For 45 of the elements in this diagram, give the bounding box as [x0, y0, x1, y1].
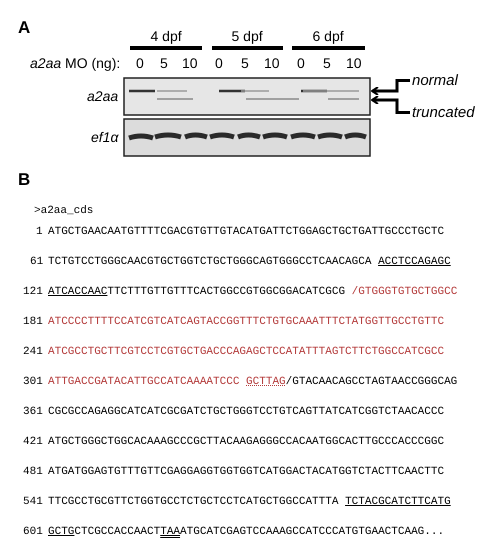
sequence-line: ATGCTGGGCTGGCACAAAGCCCGCTTACAAGAGGGCCACAATGGCACTTGCCCACCCGGC — [48, 436, 444, 448]
line-number: 61 — [30, 256, 44, 268]
sequence-line: CGCGCCAGAGGCATCATCGCGATCTGCTGGGTCCTGTCAGTTATCATCGGTCTAACACCC — [48, 406, 444, 418]
dose-value: 0 — [136, 55, 144, 71]
panel-letter: A — [18, 18, 30, 38]
dose-value: 0 — [297, 55, 305, 71]
dose-value: 10 — [264, 55, 280, 71]
line-number: 361 — [23, 406, 43, 418]
stage-label: 5 dpf — [232, 28, 263, 44]
line-number: 481 — [23, 466, 43, 478]
sequence-line: ATCCCCTTTTCCATCGTCATCAGTACCGGTTTCTGTGCAAATTTCTATGGTTGCCTGTTC — [48, 316, 444, 328]
dose-value: 0 — [215, 55, 223, 71]
band-label: normal — [412, 72, 458, 89]
sequence-line: ATGCTGAACAATGTTTTCGACGTGTTGTACATGATTCTGGAGCTGCTGATTGCCCTGCTC — [48, 226, 444, 238]
stage-label: 4 dpf — [150, 28, 182, 44]
stage-label: 6 dpf — [312, 28, 344, 44]
line-number: 301 — [23, 376, 43, 388]
line-number: 121 — [23, 286, 43, 298]
leader-arrow — [371, 95, 410, 114]
dose-value: 5 — [160, 55, 168, 71]
sequence-line: TTCGCCTGCGTTCTGGTGCCTCTGCTCCTCATGCTGGCCATTTA TCTACGCATCTTCATG — [48, 496, 451, 508]
line-number: 541 — [23, 496, 43, 508]
line-number: 421 — [23, 436, 43, 448]
dose-axis-label: a2aa MO (ng): — [30, 55, 120, 71]
line-number: 601 — [23, 526, 43, 538]
band-label: truncated — [412, 104, 475, 121]
dose-value: 10 — [346, 55, 362, 71]
line-number: 1 — [36, 226, 43, 238]
sequence-line: ATGATGGAGTGTTTGTTCGAGGAGGTGGTGGTCATGGACTACATGGTCTACTTCAACTTC — [48, 466, 444, 478]
sequence-line: ATTGACCGATACATTGCCATCAAAATCCC GCTTAG/GTACAACAGCCTAGTAACCGGGCAG — [48, 376, 458, 388]
gene-label: ef1α — [91, 129, 118, 145]
sequence-line: TCTGTCCTGGGCAACGTGCTGGTCTGCTGGGCAGTGGGCCTCAACAGCA ACCTCCAGAGC — [48, 256, 451, 268]
picture — [123, 77, 371, 157]
leader-arrow — [371, 79, 410, 96]
dose-value: 5 — [241, 55, 249, 71]
line-number: 181 — [23, 316, 43, 328]
line-number: 241 — [23, 346, 43, 358]
sequence-line: GCTGCTCGCCACCAACTTAAATGCATCGAGTCCAAAGCCATCCCATGTGAACTCAAG... — [48, 526, 444, 538]
dose-value: 10 — [182, 55, 198, 71]
dose-value: 5 — [323, 55, 331, 71]
sequence-line: ATCGCCTGCTTCGTCCTCGTGCTGACCCAGAGCTCCATATTTAGTCTTCTGGCCATCGCC — [48, 346, 444, 358]
sequence-line: ATCACCAACTTCTTTGTTGTTTCACTGGCCGTGGCGGACATCGCG /GTGGGTGTGCTGGCC — [48, 286, 458, 298]
gene-label: a2aa — [87, 88, 118, 104]
sequence-header: >a2aa_cds — [34, 205, 94, 217]
panel-letter: B — [18, 170, 30, 190]
